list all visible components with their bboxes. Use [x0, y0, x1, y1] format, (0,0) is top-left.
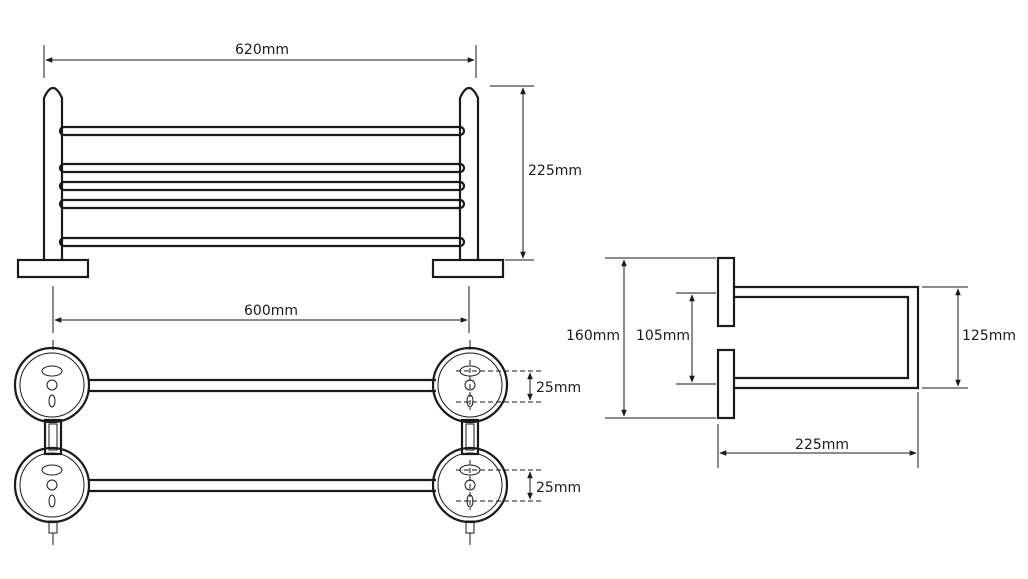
left-post: [16, 86, 90, 279]
rosette-top-right: [431, 346, 509, 424]
gap-label-105: 105mm: [636, 328, 690, 344]
upper-bar: [88, 378, 436, 393]
front-view: 620mm 225mm: [16, 42, 582, 279]
top-view: 600mm: [13, 286, 581, 545]
side-bar-profile: [734, 285, 920, 390]
width-label-600: 600mm: [244, 303, 298, 319]
side-view: 160mm 105mm 125mm 225mm: [566, 256, 1016, 468]
upper-wall-plate: [716, 256, 736, 328]
width-dimension-620: 620mm: [43, 42, 477, 78]
rack-bars: [58, 125, 466, 248]
lower-wall-plate: [716, 348, 736, 420]
width-label-620: 620mm: [235, 42, 289, 58]
height-dimension-160: 160mm: [566, 257, 716, 419]
depth-dimension-225: 225mm: [717, 392, 919, 468]
post-stems: [43, 340, 480, 545]
rosette-top-left: [13, 346, 91, 424]
depth-label-225: 225mm: [795, 437, 849, 453]
gap-dimension-105: 105mm: [636, 292, 716, 385]
hole-centerlines: [456, 360, 543, 510]
right-post: [431, 86, 505, 279]
lower-bar: [88, 478, 436, 493]
height-dimension-125: 125mm: [922, 286, 1016, 389]
rosette-bottom-left: [13, 446, 91, 524]
height-dimension-225: 225mm: [490, 85, 582, 261]
height-label-225: 225mm: [528, 163, 582, 179]
width-dimension-600: 600mm: [52, 286, 470, 333]
hole-label-lower-25: 25mm: [536, 480, 581, 496]
height-label-160: 160mm: [566, 328, 620, 344]
height-label-125: 125mm: [962, 328, 1016, 344]
hole-dimension-lower: 25mm: [527, 471, 581, 500]
hole-dimension-upper: 25mm: [527, 372, 581, 401]
hole-label-upper-25: 25mm: [536, 380, 581, 396]
